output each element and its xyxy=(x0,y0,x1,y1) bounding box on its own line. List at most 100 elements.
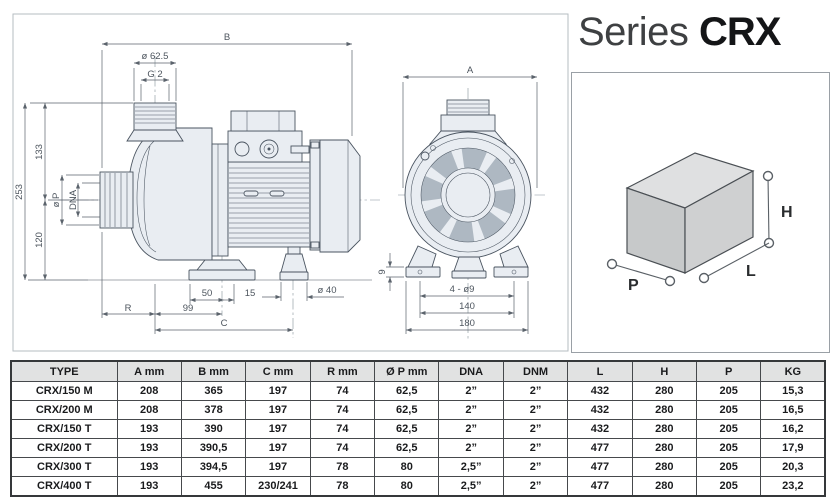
cell-value: 197 xyxy=(245,419,311,439)
cell-value: 2” xyxy=(438,438,504,458)
side-view-dimensions: B ø 62.5 G 2 253 133 120 ø P DNA 50 15 ø… xyxy=(14,32,353,334)
col-header: C mm xyxy=(245,360,311,382)
cell-value: 15,3 xyxy=(760,381,826,401)
cell-value: 205 xyxy=(696,438,762,458)
col-header: H xyxy=(631,360,698,382)
dim-a: A xyxy=(467,65,474,76)
dim-99: 99 xyxy=(183,303,194,314)
dim-dna: DNA xyxy=(68,189,79,210)
cell-value: 205 xyxy=(696,381,762,401)
technical-drawing: B ø 62.5 G 2 253 133 120 ø P DNA 50 15 ø… xyxy=(12,13,569,352)
cell-value: 20,3 xyxy=(760,457,826,477)
cell-value: 280 xyxy=(631,476,698,497)
cell-value: 390 xyxy=(180,419,247,439)
cell-value: 74 xyxy=(309,419,376,439)
cell-value: 455 xyxy=(180,476,247,497)
dim-d40: ø 40 xyxy=(317,285,336,296)
cell-value: 280 xyxy=(631,381,698,401)
cell-type: CRX/200 T xyxy=(10,438,118,458)
col-header: Ø P mm xyxy=(374,360,440,382)
cell-value: 394,5 xyxy=(180,457,247,477)
cell-type: CRX/300 T xyxy=(10,457,118,477)
cell-value: 78 xyxy=(309,476,376,497)
cell-value: 17,9 xyxy=(760,438,826,458)
cell-value: 62,5 xyxy=(374,400,440,420)
dim-dp: ø P xyxy=(51,193,62,208)
cell-type: CRX/150 T xyxy=(10,419,118,439)
dim-g2: G 2 xyxy=(147,69,162,80)
cell-type: CRX/200 M xyxy=(10,400,118,420)
cell-value: 2” xyxy=(502,419,569,439)
cell-value: 432 xyxy=(567,381,633,401)
dim-holes: 4 - ø9 xyxy=(450,284,475,295)
cell-value: 280 xyxy=(631,438,698,458)
dim-d625: ø 62.5 xyxy=(142,51,169,62)
cell-value: 477 xyxy=(567,438,633,458)
cell-value: 2” xyxy=(502,438,569,458)
cell-value: 432 xyxy=(567,419,633,439)
cell-value: 197 xyxy=(245,457,311,477)
series-code: CRX xyxy=(699,10,781,54)
cell-value: 2” xyxy=(438,419,504,439)
cell-value: 80 xyxy=(374,476,440,497)
cell-type: CRX/150 M xyxy=(10,381,118,401)
cell-value: 16,2 xyxy=(760,419,826,439)
cell-value: 2” xyxy=(502,400,569,420)
dim-50: 50 xyxy=(202,288,213,299)
cell-value: 193 xyxy=(116,419,182,439)
col-header: DNA xyxy=(438,360,504,382)
cell-value: 208 xyxy=(116,381,182,401)
cell-value: 2” xyxy=(502,476,569,497)
cell-value: 16,5 xyxy=(760,400,826,420)
cell-value: 2,5” xyxy=(438,457,504,477)
box-dim-l: L xyxy=(746,263,756,280)
dim-133: 133 xyxy=(34,144,45,160)
cell-value: 432 xyxy=(567,400,633,420)
dim-120: 120 xyxy=(34,232,45,248)
col-header: B mm xyxy=(180,360,247,382)
dim-9: 9 xyxy=(377,269,388,274)
col-header: TYPE xyxy=(10,360,118,382)
cell-value: 2” xyxy=(438,400,504,420)
cell-value: 280 xyxy=(631,419,698,439)
cell-value: 78 xyxy=(309,457,376,477)
cell-value: 208 xyxy=(116,400,182,420)
cell-value: 205 xyxy=(696,400,762,420)
cell-value: 193 xyxy=(116,457,182,477)
cell-value: 74 xyxy=(309,438,376,458)
cell-value: 193 xyxy=(116,438,182,458)
cell-value: 2,5” xyxy=(438,476,504,497)
cell-value: 477 xyxy=(567,476,633,497)
col-header: L xyxy=(567,360,633,382)
cell-value: 390,5 xyxy=(180,438,247,458)
cell-value: 205 xyxy=(696,476,762,497)
cell-value: 197 xyxy=(245,381,311,401)
dim-r: R xyxy=(125,303,132,314)
cell-value: 23,2 xyxy=(760,476,826,497)
cell-value: 280 xyxy=(631,457,698,477)
cell-value: 197 xyxy=(245,438,311,458)
dimension-box-panel: H L P xyxy=(571,72,830,353)
cell-value: 477 xyxy=(567,457,633,477)
dim-15: 15 xyxy=(245,288,256,299)
side-view-drawing xyxy=(58,56,380,338)
box-3d-diagram: H L P xyxy=(606,152,793,294)
cell-value: 193 xyxy=(116,476,182,497)
drawing-frame xyxy=(12,13,569,352)
cell-value: 205 xyxy=(696,419,762,439)
cell-value: 2” xyxy=(502,381,569,401)
box-dim-h: H xyxy=(781,204,793,221)
cell-value: 230/241 xyxy=(245,476,311,497)
cell-value: 365 xyxy=(180,381,247,401)
box-dim-p: P xyxy=(628,277,639,294)
cell-value: 62,5 xyxy=(374,419,440,439)
cell-value: 2” xyxy=(438,381,504,401)
cell-value: 280 xyxy=(631,400,698,420)
cell-value: 74 xyxy=(309,381,376,401)
dim-140: 140 xyxy=(459,301,475,312)
